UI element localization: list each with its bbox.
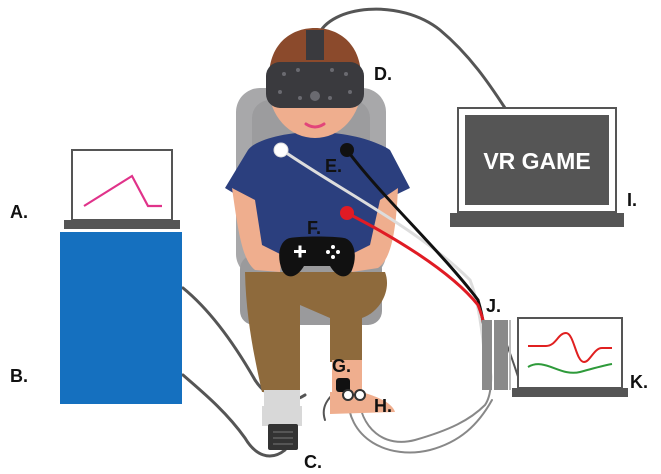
- green-signal-trace: [527, 363, 613, 374]
- red-signal-trace: [528, 331, 612, 364]
- amplifier: [482, 320, 511, 390]
- foot-electrode-a: [342, 389, 354, 401]
- vr-headset-icon: [266, 30, 364, 108]
- label-g: G.: [332, 356, 351, 376]
- stimulator-box: [60, 232, 182, 404]
- foot-electrode-b: [354, 389, 366, 401]
- label-i: I.: [627, 190, 637, 210]
- label-h: H.: [374, 396, 392, 416]
- red-electrode: [340, 206, 354, 220]
- controller-icon: [279, 236, 355, 277]
- white-lead: [280, 148, 486, 352]
- boot-actuator: [262, 406, 302, 450]
- label-a: A.: [10, 202, 28, 222]
- vr-game-text: VR GAME: [483, 148, 590, 174]
- ankle-sensor: [336, 378, 350, 392]
- foot-cable-b: [346, 391, 493, 454]
- stimulator-cable-lower: [181, 373, 287, 458]
- black-electrode: [340, 143, 354, 157]
- white-electrode: [273, 142, 289, 158]
- label-j: J.: [486, 296, 501, 316]
- label-c: C.: [304, 452, 322, 472]
- label-d: D.: [374, 64, 392, 84]
- pink-signal-trace: [83, 174, 162, 208]
- game-laptop-icon: VR GAME: [450, 107, 624, 227]
- label-k: K.: [630, 372, 648, 392]
- label-e: E.: [325, 156, 342, 176]
- monitor-icon: [512, 317, 628, 397]
- laptop-icon: [64, 149, 180, 229]
- label-f: F.: [307, 218, 321, 238]
- headset-cable: [316, 7, 507, 110]
- label-b: B.: [10, 366, 28, 386]
